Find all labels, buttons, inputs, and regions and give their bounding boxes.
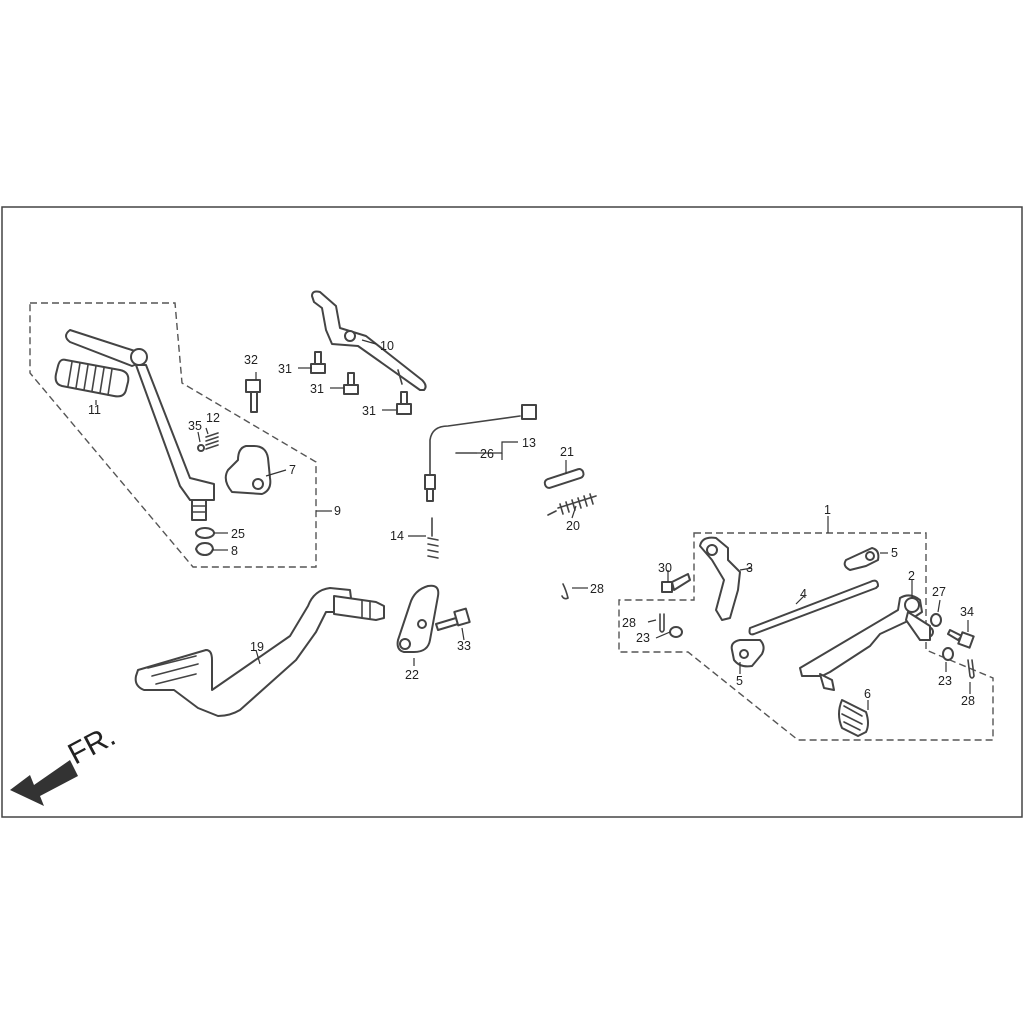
callout-6: 6 xyxy=(864,687,871,701)
callout-28a: 28 xyxy=(590,582,604,596)
switch-13-part xyxy=(424,404,537,502)
callout-31a: 31 xyxy=(278,362,292,376)
shift-arm-3-part xyxy=(699,536,741,621)
kick-rubber-part xyxy=(54,358,130,398)
clip-28-right-part xyxy=(967,659,975,679)
callout-31c: 31 xyxy=(362,404,376,418)
front-direction-arrow xyxy=(10,760,78,806)
callout-9: 9 xyxy=(334,504,341,518)
washer-23b-part xyxy=(942,647,954,661)
callout-28b: 28 xyxy=(622,616,636,630)
bolt-31c-part xyxy=(396,391,412,415)
callout-11: 11 xyxy=(88,403,101,417)
ball-35-part xyxy=(197,444,205,452)
clip-28-left-part xyxy=(659,613,665,633)
bolt-33-part xyxy=(435,607,471,631)
washer-25-part xyxy=(195,527,215,539)
clip-28-middle-part xyxy=(561,583,569,600)
callout-35: 35 xyxy=(188,419,202,433)
callout-3: 3 xyxy=(746,561,753,575)
shift-rod-4-part xyxy=(748,579,879,636)
leader-lines xyxy=(95,339,971,710)
kickstarter-arm-part xyxy=(65,329,215,521)
callout-27: 27 xyxy=(932,585,946,599)
callout-22: 22 xyxy=(405,668,419,682)
circlip-8-part xyxy=(195,542,214,556)
clamp-part xyxy=(224,445,272,495)
callout-23a: 23 xyxy=(636,631,650,645)
callout-14: 14 xyxy=(390,529,404,543)
shift-group-outline xyxy=(618,532,994,741)
washer-23a-part xyxy=(669,626,683,638)
bolt-30-part xyxy=(661,573,691,593)
shift-rubber-6-part xyxy=(838,699,869,737)
spring-12-part xyxy=(205,432,219,450)
spring-20-part xyxy=(547,493,597,516)
callout-13: 13 xyxy=(522,436,536,450)
rod-end-5a-part xyxy=(843,547,880,571)
callout-26: 26 xyxy=(480,447,494,461)
diagram-frame xyxy=(1,206,1023,818)
bolt-34-part xyxy=(947,629,975,649)
callout-25: 25 xyxy=(231,527,245,541)
pin-21-part xyxy=(543,468,585,489)
callout-23b: 23 xyxy=(938,674,952,688)
brake-pedal-19-part xyxy=(134,587,385,717)
callout-2: 2 xyxy=(908,569,915,583)
callout-4: 4 xyxy=(800,587,807,601)
callout-5a: 5 xyxy=(891,546,898,560)
callout-10: 10 xyxy=(380,339,394,353)
spring-14-part xyxy=(427,517,439,559)
bolt-31a-part xyxy=(310,351,326,374)
callout-21: 21 xyxy=(560,445,574,459)
callout-7: 7 xyxy=(289,463,296,477)
brake-arm-22-part xyxy=(396,584,440,653)
callout-20: 20 xyxy=(566,519,580,533)
callout-32: 32 xyxy=(244,353,258,367)
callout-19: 19 xyxy=(250,640,264,654)
callout-28c: 28 xyxy=(961,694,975,708)
callout-1: 1 xyxy=(824,503,831,517)
kickstarter-group-outline xyxy=(29,302,317,568)
callout-34: 34 xyxy=(960,605,974,619)
washer-27-part xyxy=(930,613,942,627)
callout-12: 12 xyxy=(206,411,220,425)
callout-5b: 5 xyxy=(736,674,743,688)
rod-end-5b-part xyxy=(730,639,765,668)
bolt-31b-part xyxy=(343,372,359,395)
callout-31b: 31 xyxy=(310,382,324,396)
bracket-10-part xyxy=(311,290,427,391)
callout-33: 33 xyxy=(457,639,471,653)
bolt-32-part xyxy=(245,379,261,413)
shift-pedal-2-part xyxy=(799,594,934,691)
callout-30: 30 xyxy=(658,561,672,575)
callout-8: 8 xyxy=(231,544,238,558)
